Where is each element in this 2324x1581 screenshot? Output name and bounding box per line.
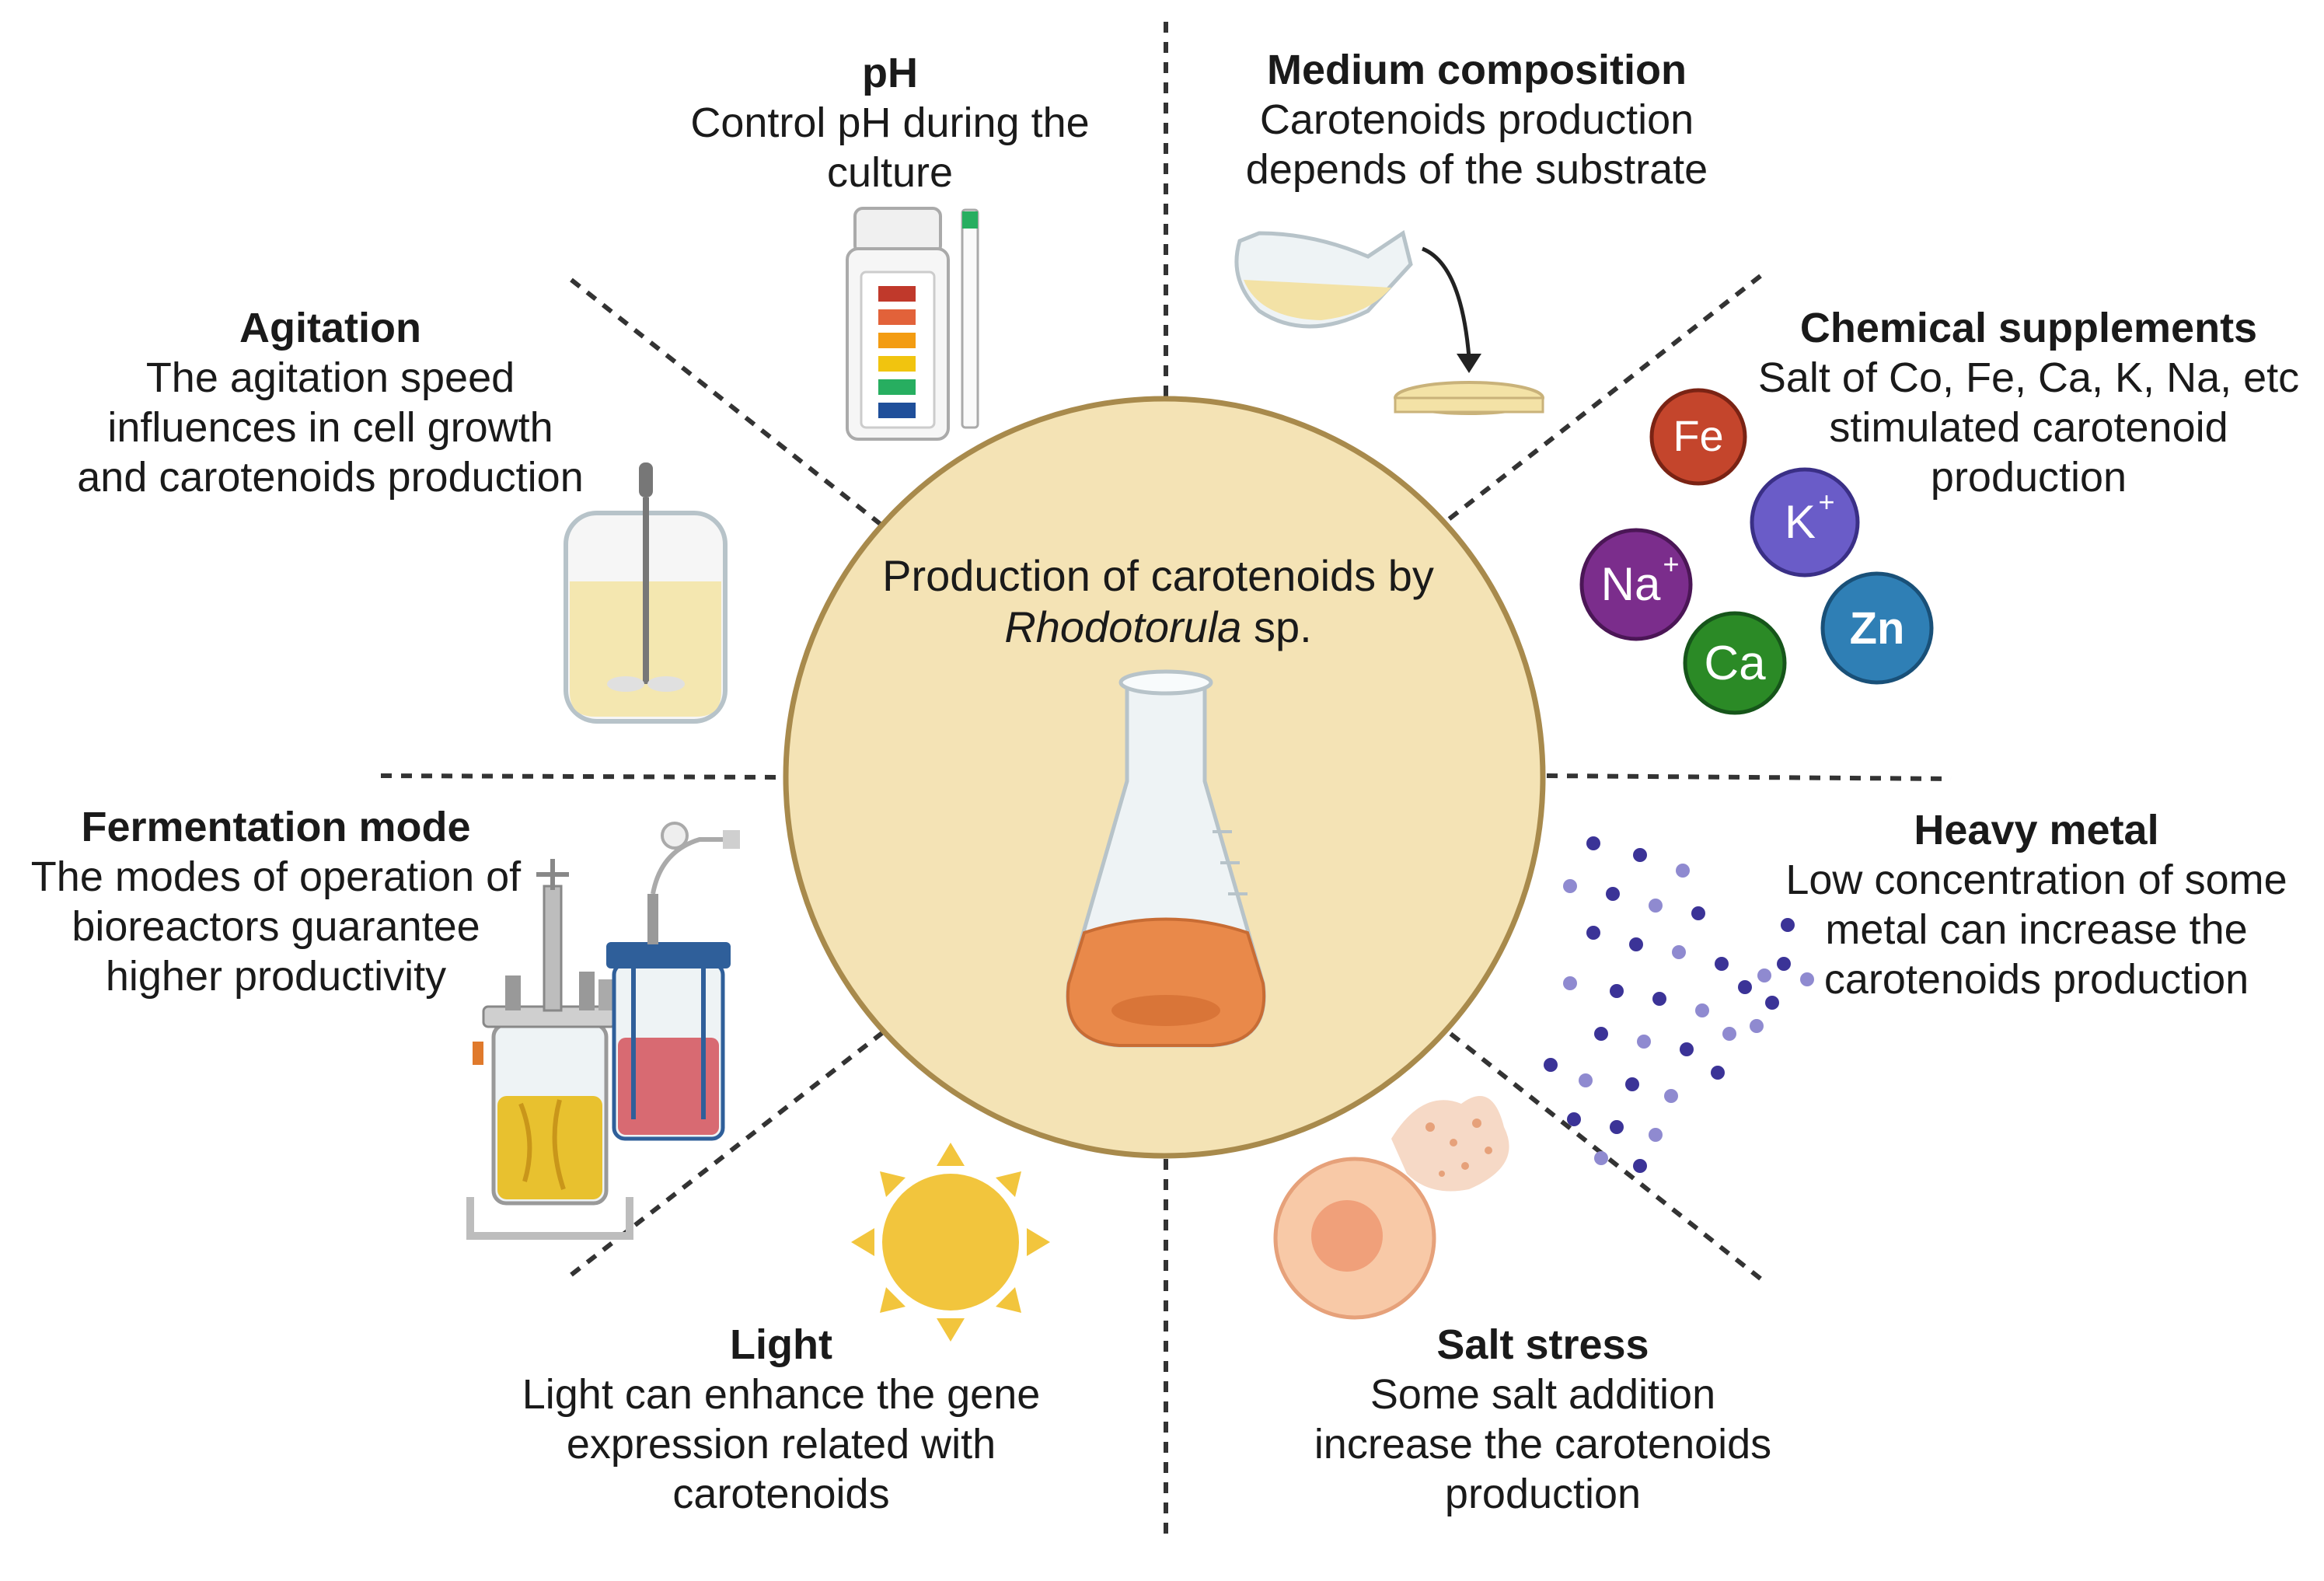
svg-text:K: K (1785, 496, 1816, 548)
factor-ph: pH Control pH during the culture (649, 48, 1131, 197)
factor-agitation-line: and carotenoids production (77, 454, 584, 501)
svg-text:Ca: Ca (1704, 637, 1766, 690)
factor-agitation-line: The agitation speed (145, 354, 515, 401)
factor-chemical-line: stimulated carotenoid (1829, 404, 2228, 451)
factor-salt-stress-line: production (1444, 1471, 1642, 1517)
factor-agitation-line: influences in cell growth (107, 404, 553, 451)
factor-light-line: carotenoids (672, 1471, 890, 1517)
divider-bottom-right (1444, 1028, 1762, 1281)
ion-zn: Zn (1820, 571, 1934, 685)
svg-text:Fe: Fe (1673, 411, 1723, 460)
ion-spheres-icon: Fe K + Na + Ca Zn (1579, 388, 1934, 715)
divider-right (1546, 773, 1952, 781)
factor-salt-stress-title: Salt stress (1436, 1321, 1649, 1368)
center-title: Production of carotenoids by Rhodotorula… (816, 550, 1500, 653)
factor-fermentation-line: bioreactors guarantee (72, 903, 480, 950)
ion-ca: Ca (1683, 611, 1787, 715)
pouring-flask-icon (1234, 229, 1544, 415)
factor-medium-line: Carotenoids production (1259, 96, 1694, 143)
factor-medium: Medium composition Carotenoids productio… (1197, 45, 1757, 194)
svg-text:Zn: Zn (1850, 603, 1905, 654)
factor-salt-stress-line: Some salt addition (1370, 1371, 1716, 1418)
stirred-tank-icon (564, 462, 728, 724)
factor-agitation-title: Agitation (239, 305, 421, 351)
metal-particles-icon (1544, 836, 1814, 1173)
ion-na: Na + (1579, 528, 1693, 641)
bioreactors-icon (466, 822, 740, 1240)
factor-salt-stress-line: increase the carotenoids (1314, 1421, 1772, 1468)
ion-k: K + (1750, 467, 1860, 578)
factor-chemical-title: Chemical supplements (1799, 305, 2258, 351)
divider-top-left (570, 277, 888, 531)
svg-text:Na: Na (1601, 558, 1661, 610)
erlenmeyer-flask-icon (1066, 669, 1266, 1048)
center-title-line1: Production of carotenoids by (882, 551, 1434, 600)
factor-fermentation-title: Fermentation mode (81, 804, 471, 850)
ph-strip-bottle-icon (846, 207, 979, 441)
factor-light-title: Light (730, 1321, 832, 1368)
divider-top-right (1440, 274, 1762, 527)
center-title-genus: Rhodotorula (1004, 602, 1242, 651)
sun-icon (851, 1143, 1050, 1342)
factor-ph-line: culture (826, 149, 954, 196)
lysing-cell-icon (1273, 1096, 1509, 1320)
factor-chemical: Chemical supplements Salt of Co, Fe, Ca,… (1741, 303, 2316, 502)
factor-heavy-metal-line: carotenoids production (1823, 956, 2249, 1003)
factor-heavy-metal-line: metal can increase the (1825, 906, 2248, 953)
factor-ph-title: pH (862, 50, 918, 96)
center-title-suffix: sp. (1241, 602, 1312, 651)
factor-heavy-metal-title: Heavy metal (1914, 807, 2159, 853)
factor-heavy-metal-line: Low concentration of some (1785, 857, 2287, 903)
factor-light-line: expression related with (566, 1421, 996, 1468)
factor-fermentation: Fermentation mode The modes of operation… (0, 802, 552, 1001)
factor-fermentation-line: higher productivity (105, 953, 447, 1000)
factor-light: Light Light can enhance the gene express… (497, 1320, 1065, 1519)
factor-heavy-metal: Heavy metal Low concentration of some me… (1753, 805, 2320, 1004)
svg-text:+: + (1818, 486, 1834, 518)
factor-medium-line: depends of the substrate (1245, 146, 1708, 193)
svg-text:+: + (1663, 548, 1679, 580)
factor-fermentation-line: The modes of operation of (30, 853, 522, 900)
factor-light-line: Light can enhance the gene (522, 1371, 1041, 1418)
factor-salt-stress: Salt stress Some salt addition increase … (1275, 1320, 1811, 1519)
factor-medium-title: Medium composition (1267, 47, 1687, 93)
divider-left (380, 773, 782, 780)
ion-fe: Fe (1649, 388, 1747, 486)
factor-chemical-line: Salt of Co, Fe, Ca, K, Na, etc (1757, 354, 2300, 401)
factor-ph-line: Control pH during the (690, 99, 1090, 146)
factor-agitation: Agitation The agitation speed influences… (31, 303, 630, 502)
factor-chemical-line: production (1930, 454, 2127, 501)
